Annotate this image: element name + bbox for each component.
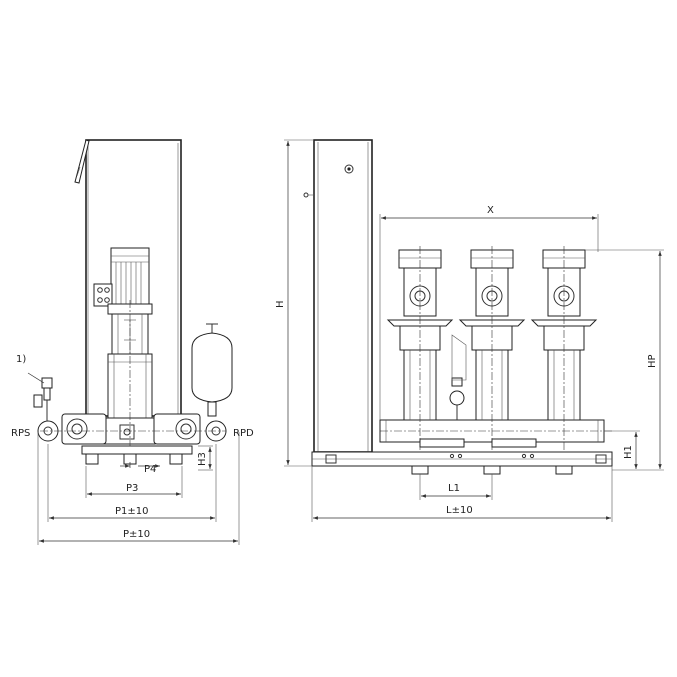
l-label: L±10 [446,505,473,516]
hp-label: HP [647,354,658,368]
side-dimensions [37,432,240,545]
note-1-label: 1) [16,354,26,365]
p3-label: P3 [126,483,138,494]
h3-label: H3 [197,452,208,466]
rpd-label: RPD [233,428,254,439]
p1-label: P1±10 [115,506,149,517]
front-control-cabinet [303,139,373,453]
h-label: H [275,300,286,308]
front-pump-1 [386,246,454,474]
front-baseframe [311,451,613,475]
p4-label: P4 [144,464,156,475]
l1-label: L1 [448,483,460,494]
front-pump-3 [530,246,598,474]
front-gauge [449,334,467,420]
side-membrane-vessel [191,323,233,417]
side-baseframe [81,445,193,465]
h1-label: H1 [623,445,634,459]
front-pump-2 [458,246,526,474]
p-label: P±10 [123,529,150,540]
x-label: X [487,205,494,216]
rps-label: RPS [11,428,30,439]
front-dimensions [284,139,664,522]
side-view: 1) RPS RPD P4 H3 P3 P1±10 P±10 [11,139,254,545]
front-manifold [379,419,612,448]
side-manifolds [37,413,227,445]
side-pressure-switch [27,372,53,421]
front-view: H X HP H1 L1 L±10 [275,139,664,522]
